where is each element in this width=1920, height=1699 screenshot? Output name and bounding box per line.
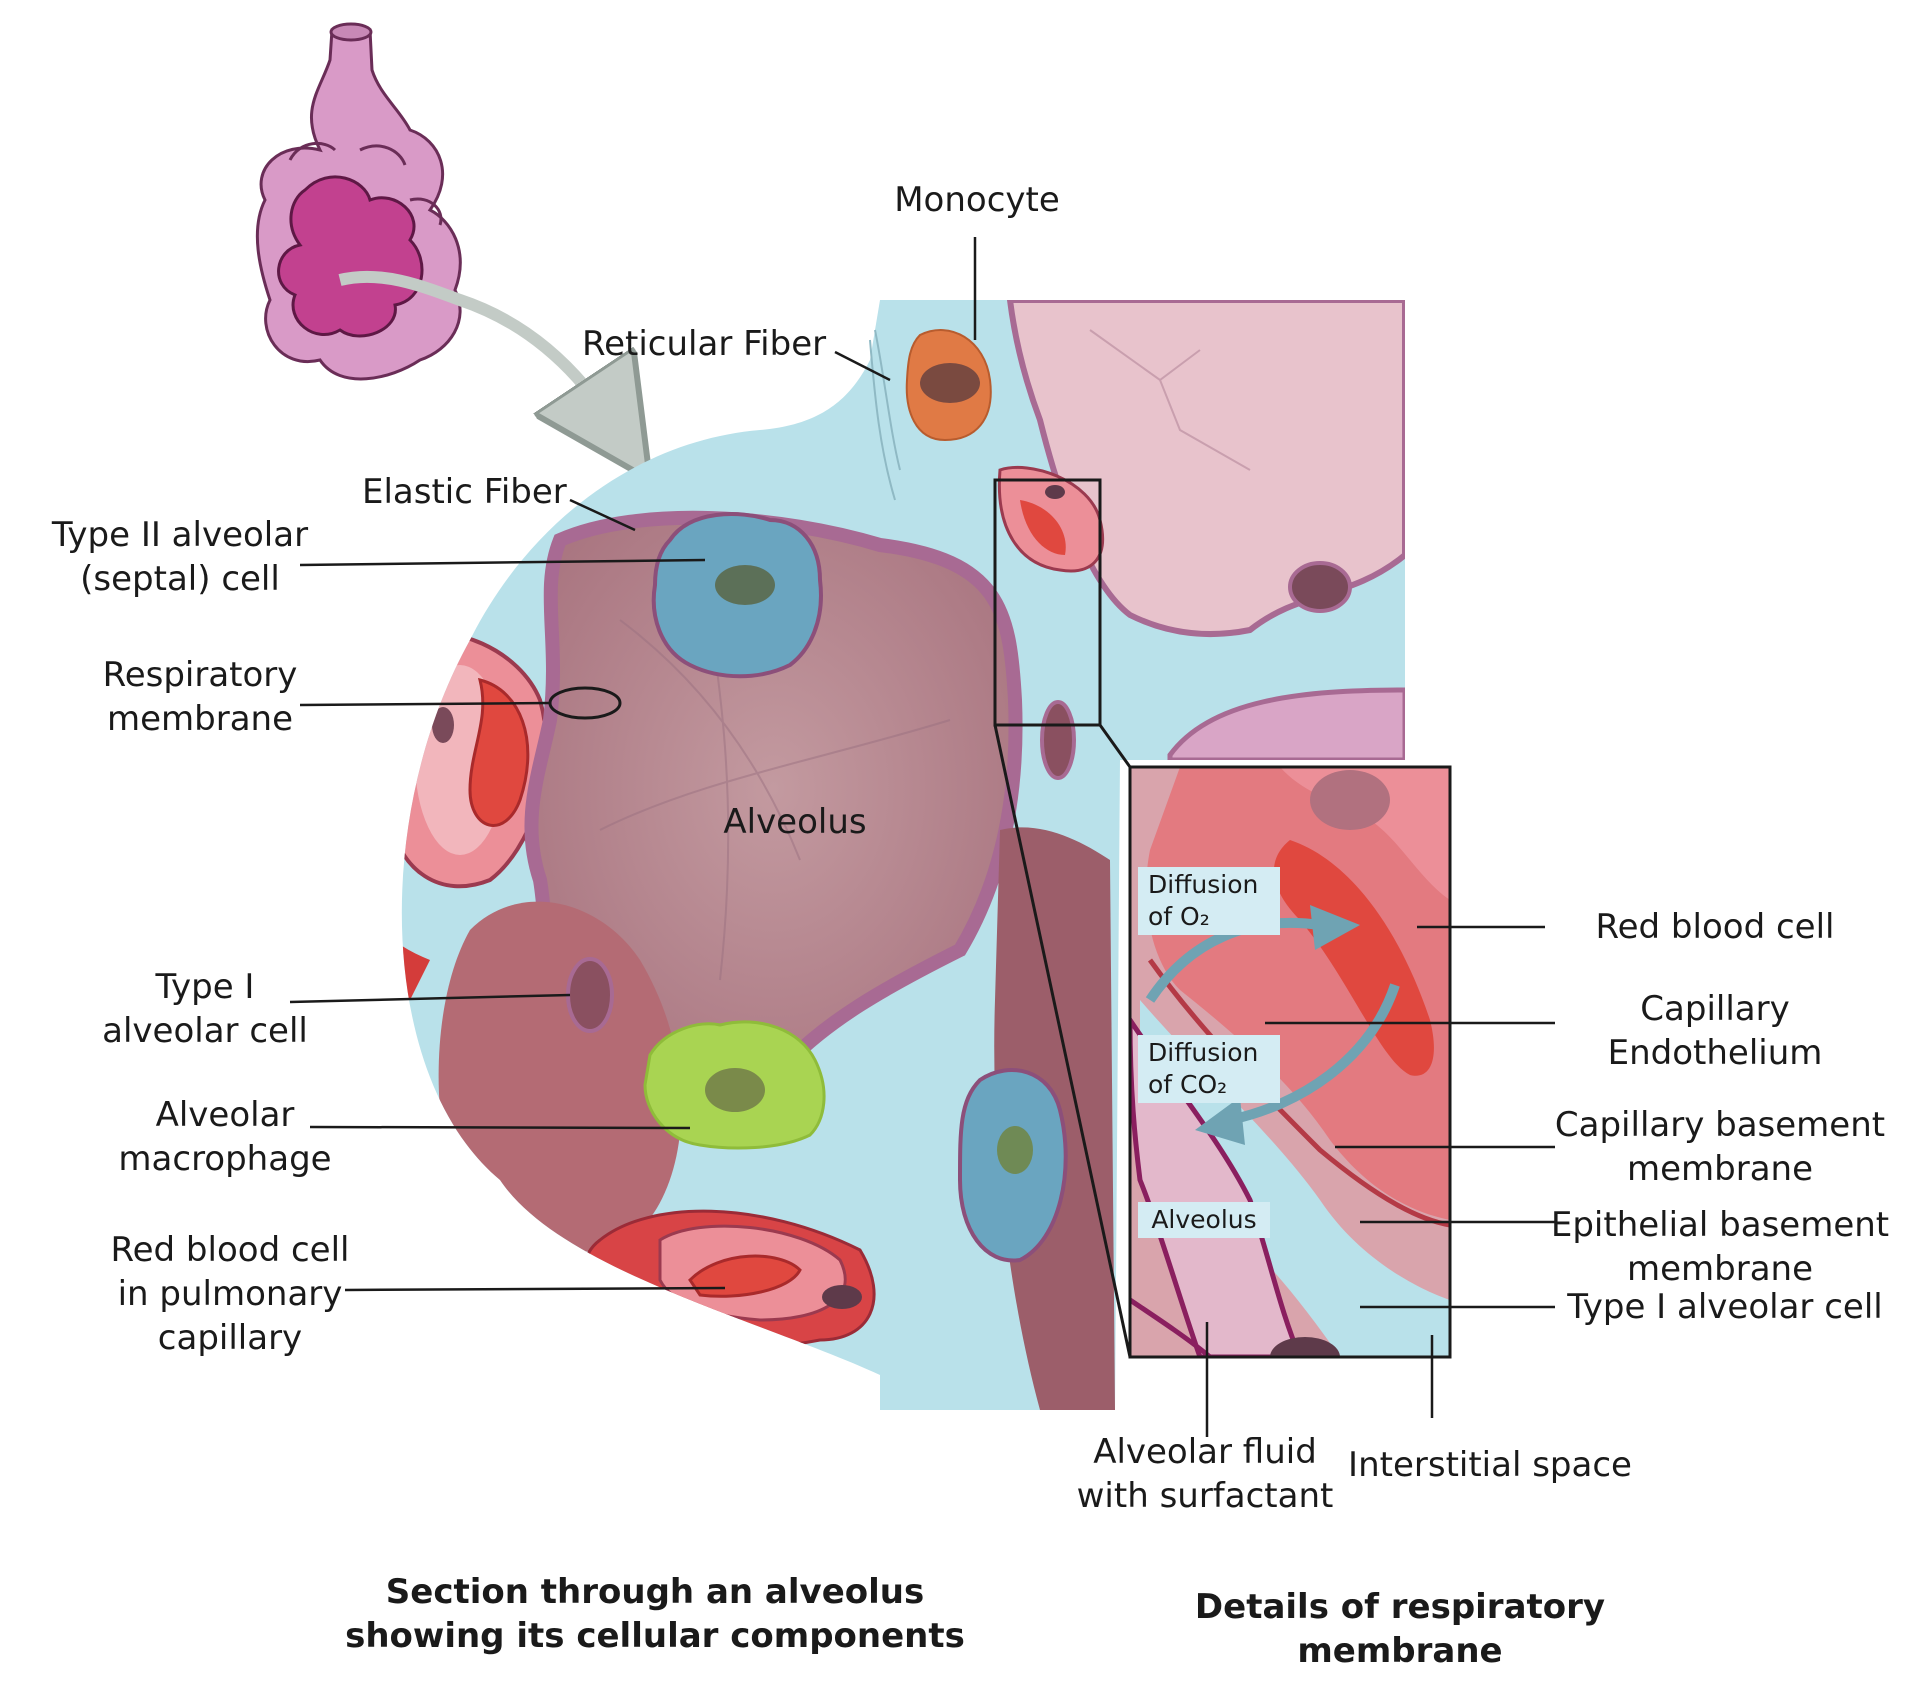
label-alveolar-macrophage: Alveolar macrophage	[118, 1095, 332, 1179]
caption-detail: Details of respiratory membrane	[1194, 1587, 1606, 1671]
box-diffusion-co2: Diffusion of CO₂	[1138, 1035, 1280, 1103]
box-alveolus: Alveolus	[1138, 1202, 1270, 1238]
label-type-ii-alveolar-cell: Type II alveolar (septal) cell	[51, 515, 309, 599]
label-reticular-fiber: Reticular Fiber	[582, 324, 827, 364]
label-alveolus: Alveolus	[723, 802, 867, 842]
label-elastic-fiber: Elastic Fiber	[362, 472, 567, 512]
label-red-blood-cell: Red blood cell	[1595, 907, 1835, 947]
label-respiratory-membrane: Respiratory membrane	[102, 655, 298, 739]
label-monocyte: Monocyte	[894, 180, 1060, 220]
label-capillary-endothelium: Capillary Endothelium	[1607, 989, 1823, 1073]
label-alveolar-fluid: Alveolar fluid with surfactant	[1076, 1432, 1334, 1516]
label-rbc-in-capillary: Red blood cell in pulmonary capillary	[110, 1230, 350, 1358]
box-diffusion-o2: Diffusion of O₂	[1138, 867, 1280, 935]
label-type-i-alveolar-cell: Type I alveolar cell	[102, 967, 308, 1051]
zoom-region-box	[993, 478, 1102, 727]
label-type-i-alveolar-cell-detail: Type I alveolar cell	[1567, 1287, 1883, 1327]
label-interstitial-space: Interstitial space	[1348, 1445, 1632, 1485]
caption-section: Section through an alveolus showing its …	[345, 1572, 965, 1656]
leader-lines	[289, 237, 1555, 1437]
alveolar-sac-lobule	[255, 22, 610, 420]
label-epithelial-basement-membrane: Epithelial basement membrane	[1550, 1205, 1890, 1289]
label-capillary-basement-membrane: Capillary basement membrane	[1554, 1105, 1886, 1189]
